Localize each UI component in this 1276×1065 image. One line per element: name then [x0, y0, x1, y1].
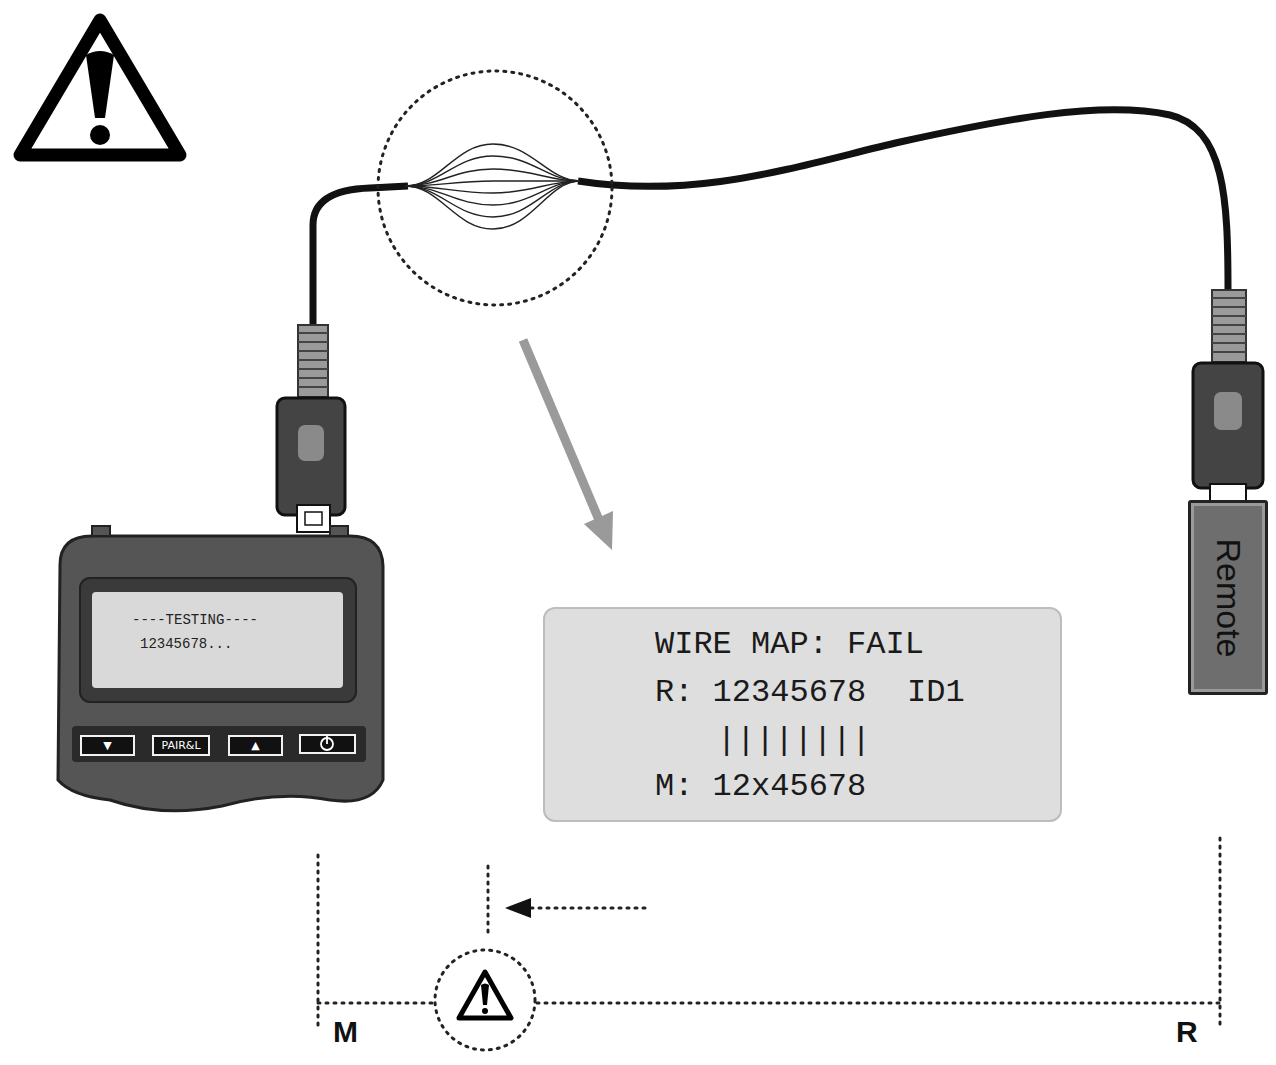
- display-text: ▲: [251, 740, 259, 751]
- cable: [313, 186, 408, 325]
- plug-ridges: [298, 368, 328, 370]
- distance-scale: [317, 855, 320, 1025]
- plug-ridges: [298, 341, 328, 343]
- display-text: WIRE MAP: FAIL: [655, 627, 924, 662]
- fault-warning-sign: [459, 972, 511, 1018]
- pointer-arrow: [584, 511, 613, 550]
- plug-ridges: [1212, 324, 1246, 326]
- display-text: Remote: [1209, 538, 1248, 657]
- warning-sign: [86, 51, 114, 118]
- up-button: ▲: [228, 735, 283, 756]
- display-text: M: 12x45678: [655, 769, 866, 804]
- distance-scale: [487, 866, 490, 938]
- tester-body: [326, 736, 328, 744]
- distance-scale: [537, 1002, 1220, 1005]
- display-text: R: 12345678: [655, 675, 866, 710]
- display-text: ▼: [103, 740, 111, 751]
- end-label: M: [333, 1015, 358, 1049]
- plug-ridges: [1212, 333, 1246, 335]
- cable-strands: [405, 181, 580, 229]
- left-plug: [277, 398, 345, 515]
- cable-strands: [405, 144, 580, 229]
- tester-body: [58, 526, 383, 811]
- pair-button: PAIR&L: [152, 735, 210, 756]
- plug-ridges: [298, 332, 328, 334]
- cable-strands: [405, 144, 580, 186]
- left-plug: [298, 425, 324, 461]
- remote-unit: Remote: [1188, 500, 1268, 695]
- left-plug: [297, 505, 330, 532]
- right-plug: [1193, 290, 1263, 504]
- warning-sign: [90, 125, 110, 145]
- distance-scale: [528, 907, 645, 910]
- cable-strands: [405, 181, 580, 217]
- pointer-arrow: [523, 340, 599, 520]
- lcd-readout: WIRE MAP: FAIL R: 12345678 ID1 |||||||| M: 1…: [543, 607, 1062, 822]
- tester-body: [58, 536, 383, 811]
- plug-ridges: [298, 377, 328, 379]
- right-plug: [1193, 363, 1263, 488]
- display-text: ID1: [907, 675, 965, 710]
- plug-ridges: [298, 350, 328, 352]
- fault-warning-sign: [482, 1008, 488, 1014]
- plug-ridges: [298, 333, 328, 387]
- plug-ridges: [1212, 298, 1246, 352]
- distance-scale: [1219, 838, 1222, 1030]
- left-plug: [305, 512, 322, 525]
- plug-ridges: [298, 359, 328, 361]
- cable: [378, 71, 612, 305]
- tester-body: [300, 735, 355, 753]
- left-plug: [298, 325, 328, 397]
- fault-arrowhead: [505, 898, 531, 918]
- display-text: 12345678...: [140, 636, 232, 652]
- right-plug: [1212, 290, 1246, 362]
- plug-ridges: [1212, 297, 1246, 299]
- right-plug: [1214, 392, 1242, 430]
- plug-ridges: [1212, 315, 1246, 317]
- tester-screen: ----TESTING---- 12345678...: [92, 592, 343, 688]
- cable-strands: [405, 156, 580, 186]
- distance-scale: [435, 950, 535, 1050]
- plug-ridges: [1212, 342, 1246, 344]
- cable: [578, 110, 1228, 290]
- tester-body: [330, 526, 348, 536]
- left-plug: [277, 325, 345, 532]
- pointer-arrow: [523, 340, 613, 550]
- cable: [313, 71, 1228, 325]
- warning-sign: [20, 20, 180, 155]
- plug-ridges: [1212, 351, 1246, 353]
- fault-warning-sign: [481, 984, 489, 1006]
- plug-ridges: [298, 386, 328, 388]
- distance-scale: [318, 838, 1220, 1050]
- distance-scale: [318, 1002, 433, 1005]
- display-text: ----TESTING----: [132, 612, 258, 628]
- tester-body: [80, 578, 356, 702]
- display-text: PAIR&L: [161, 740, 200, 751]
- tester-body: [72, 726, 366, 762]
- fault-warning-sign: [459, 972, 511, 1018]
- down-button: ▼: [80, 735, 135, 756]
- tester-body: [92, 526, 110, 536]
- display-text: ||||||||: [717, 723, 871, 758]
- plug-ridges: [1212, 306, 1246, 308]
- end-label: R: [1176, 1015, 1198, 1049]
- warning-sign: [20, 20, 180, 155]
